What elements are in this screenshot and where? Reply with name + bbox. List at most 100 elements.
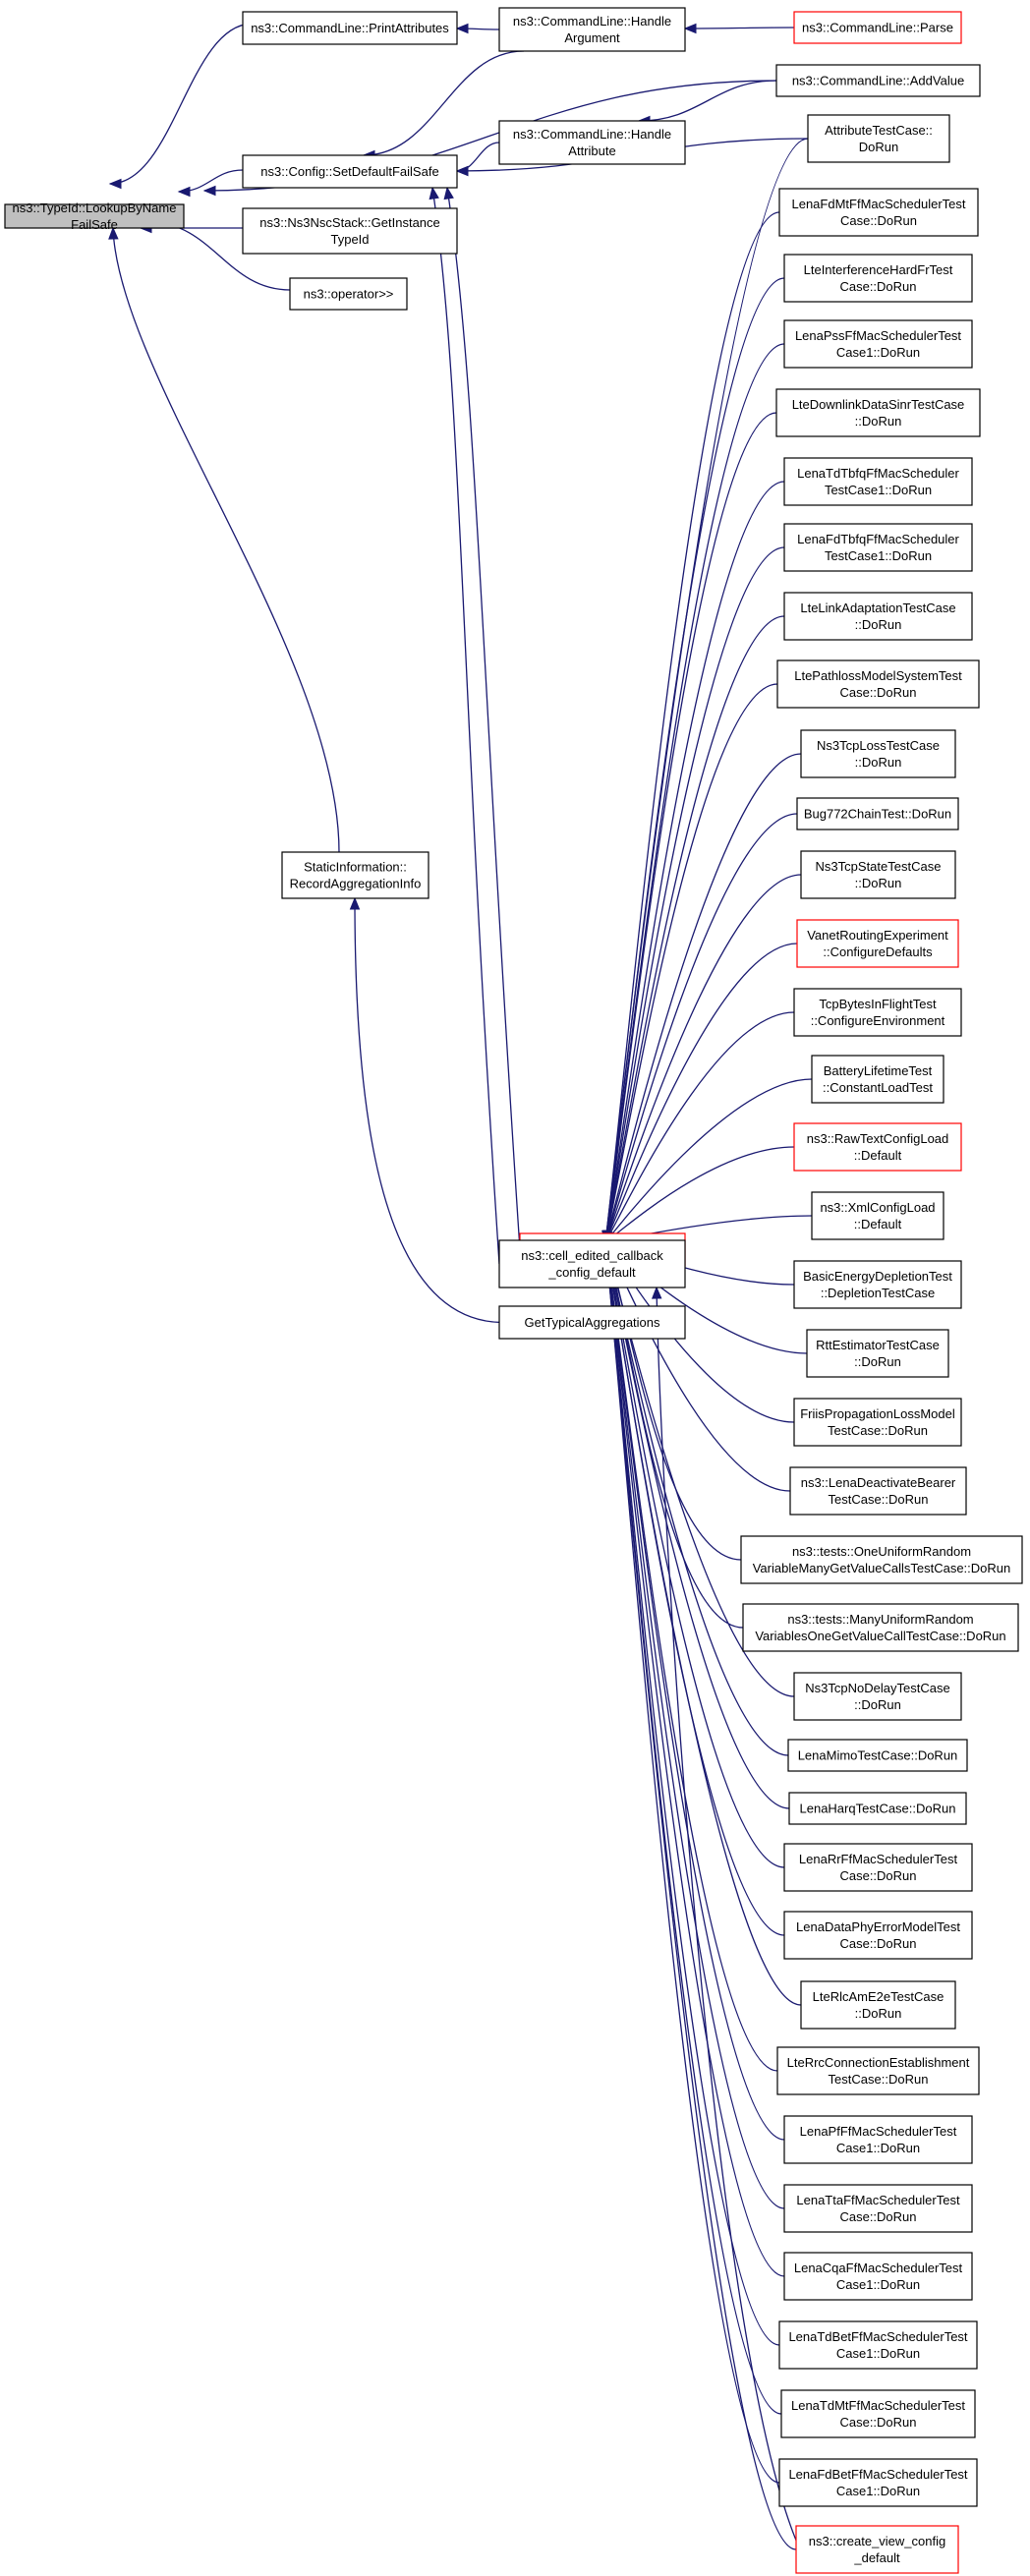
node-c14[interactable]: BatteryLifetimeTest::ConstantLoadTest — [811, 1055, 944, 1104]
node-label-line: ::DoRun — [855, 617, 902, 632]
node-label-line: ns3::CommandLine::Handle — [513, 127, 671, 142]
node-c18[interactable]: RttEstimatorTestCase::DoRun — [806, 1329, 949, 1378]
edge-layer — [108, 23, 813, 2550]
node-c25[interactable]: LenaHarqTestCase::DoRun — [788, 1792, 967, 1825]
arrowhead-handleArgument-to-printAttributes — [455, 23, 469, 34]
node-setDefaultFailSafe[interactable]: ns3::Config::SetDefaultFailSafe — [242, 154, 458, 189]
node-label-line: VariablesOneGetValueCallTestCase::DoRun — [755, 1629, 1005, 1643]
node-label-line: LteRlcAmE2eTestCase — [813, 1989, 944, 2004]
node-label-line: Case1::DoRun — [836, 2141, 920, 2155]
node-c36[interactable]: ns3::create_view_config_default — [795, 2525, 959, 2574]
node-box — [783, 1911, 973, 1960]
node-c10[interactable]: Bug772ChainTest::DoRun — [796, 797, 959, 830]
node-label-line: Case1::DoRun — [836, 2277, 920, 2292]
node-c17[interactable]: BasicEnergyDepletionTest::DepletionTestC… — [793, 1260, 962, 1309]
node-label-line: ns3::Config::SetDefaultFailSafe — [260, 164, 438, 179]
node-label-line: AttributeTestCase:: — [825, 123, 933, 138]
node-label-line: TestCase1::DoRun — [825, 548, 932, 563]
node-cellEdited[interactable]: ns3::cell_edited_callback_config_default — [498, 1239, 686, 1288]
node-c09[interactable]: Ns3TcpLossTestCase::DoRun — [800, 729, 956, 778]
call-edge-c07-to-setDefault — [604, 615, 785, 1243]
node-box — [783, 457, 973, 506]
node-parse[interactable]: ns3::CommandLine::Parse — [793, 11, 962, 44]
node-operatorIn[interactable]: ns3::operator>> — [289, 277, 408, 311]
node-label-line: Attribute — [568, 143, 615, 158]
node-box — [811, 1191, 944, 1240]
node-addValue[interactable]: ns3::CommandLine::AddValue — [775, 64, 981, 97]
node-c24[interactable]: LenaMimoTestCase::DoRun — [787, 1739, 968, 1772]
call-edge-c04-to-setDefault — [604, 412, 777, 1243]
node-label-line: LteRrcConnectionEstablishment — [787, 2055, 970, 2070]
node-c28[interactable]: LteRlcAmE2eTestCase::DoRun — [800, 1980, 956, 2030]
node-label-line: TestCase::DoRun — [828, 1423, 928, 1438]
node-c22[interactable]: ns3::tests::ManyUniformRandomVariablesOn… — [742, 1603, 1019, 1652]
node-c13[interactable]: TcpBytesInFlightTest::ConfigureEnvironme… — [793, 988, 962, 1037]
node-c12[interactable]: VanetRoutingExperiment::ConfigureDefault… — [796, 919, 959, 968]
call-edge-c22-to-setDefault — [604, 1241, 744, 1629]
node-label-line: Case1::DoRun — [836, 2346, 920, 2361]
node-label-line: Argument — [564, 30, 620, 45]
node-c07[interactable]: LteLinkAdaptationTestCase::DoRun — [783, 592, 973, 641]
node-printAttributes[interactable]: ns3::CommandLine::PrintAttributes — [242, 11, 458, 45]
node-c15[interactable]: ns3::RawTextConfigLoad::Default — [793, 1122, 962, 1172]
call-edge-c09-to-setDefault — [604, 753, 802, 1243]
node-c11[interactable]: Ns3TcpStateTestCase::DoRun — [800, 850, 956, 899]
call-edge-parse-to-handleArgument — [684, 27, 795, 29]
node-box — [783, 592, 973, 641]
node-getTypical[interactable]: GetTypicalAggregations — [498, 1305, 686, 1340]
node-label-line: VanetRoutingExperiment — [807, 928, 948, 943]
arrowhead-setDefaultFailSafe-to-root — [177, 186, 191, 198]
node-staticInfo[interactable]: StaticInformation::RecordAggregationInfo — [281, 851, 429, 899]
node-label-line: ::DoRun — [855, 414, 902, 429]
node-label-line: ns3::CommandLine::PrintAttributes — [251, 21, 449, 35]
node-label-line: Bug772ChainTest::DoRun — [804, 807, 951, 822]
node-box — [789, 1466, 967, 1516]
node-label-line: ::ConfigureEnvironment — [811, 1013, 945, 1028]
node-label-line: TypeId — [330, 232, 369, 247]
node-box — [775, 388, 981, 437]
call-edge-c25-to-setDefault — [604, 1241, 790, 1809]
call-edge-c14-to-setDefault — [604, 1078, 813, 1243]
arrowhead-staticInfo-to-root — [108, 226, 119, 240]
node-label-line: GetTypicalAggregations — [524, 1315, 660, 1330]
call-edge-c08-to-setDefault — [604, 683, 778, 1243]
arrowhead-setDefault-to-setDefaultFailSafe — [443, 186, 454, 200]
call-edge-handleAttribute-to-setDefaultFailSafe — [456, 142, 500, 172]
arrowhead-printAttributes-to-root — [108, 178, 122, 190]
node-c21[interactable]: ns3::tests::OneUniformRandomVariableMany… — [740, 1535, 1023, 1584]
call-edge-c12-to-setDefault — [604, 943, 798, 1243]
node-attributeTestCase[interactable]: AttributeTestCase::DoRun — [807, 114, 950, 163]
arrowhead-attributeTestCase-to-setDefaultFailSafe — [455, 165, 469, 177]
node-label-line: VariableManyGetValueCallsTestCase::DoRun — [753, 1561, 1011, 1575]
node-label-line: LenaRrFfMacSchedulerTest — [799, 1852, 958, 1866]
call-edge-printAttributes-to-root — [109, 23, 254, 185]
node-c23[interactable]: Ns3TcpNoDelayTestCase::DoRun — [793, 1672, 962, 1721]
node-c16[interactable]: ns3::XmlConfigLoad::Default — [811, 1191, 944, 1240]
node-label-line: LteInterferenceHardFrTest — [804, 262, 953, 277]
node-label-line: LenaHarqTestCase::DoRun — [800, 1802, 956, 1816]
node-box — [783, 523, 973, 572]
node-c29[interactable]: LteRrcConnectionEstablishmentTestCase::D… — [776, 2046, 980, 2095]
node-c04[interactable]: LteDownlinkDataSinrTestCase::DoRun — [775, 388, 981, 437]
node-box — [796, 919, 959, 968]
